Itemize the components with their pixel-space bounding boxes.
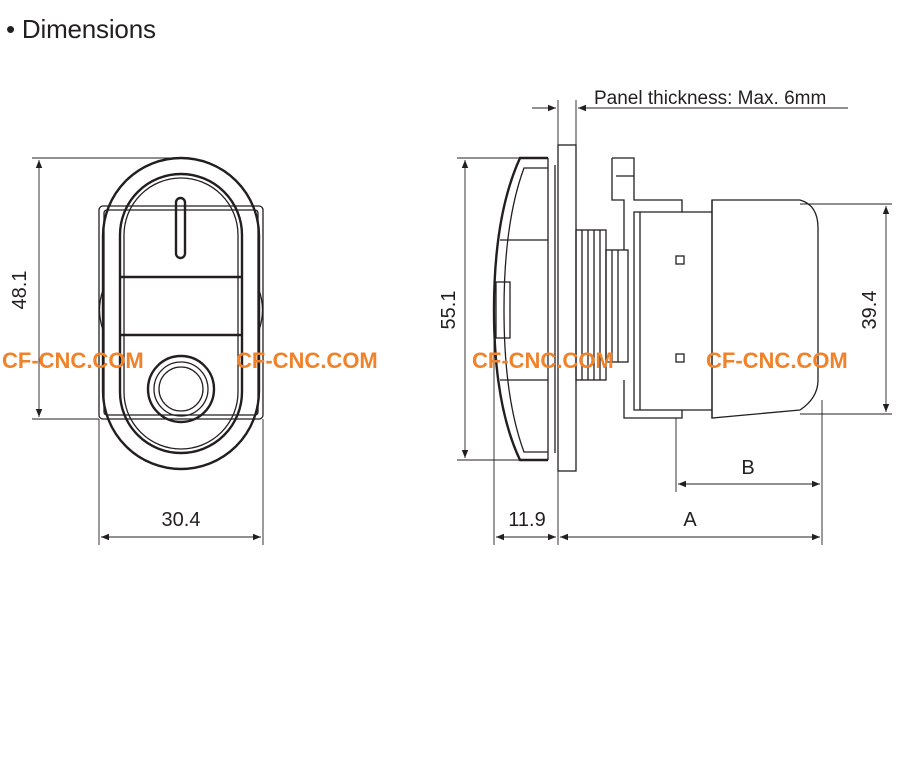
dimension-a-label: A <box>683 509 697 531</box>
watermark-2: CF-CNC.COM <box>236 348 378 373</box>
side-view: Panel thickness: Max. 6mm 55.1 39.4 11.9… <box>438 88 892 545</box>
watermark-3: CF-CNC.COM <box>472 348 614 373</box>
watermark-1: CF-CNC.COM <box>2 348 144 373</box>
dimension-b-label: B <box>741 457 754 479</box>
front-height-label: 48.1 <box>9 271 31 310</box>
panel-thickness-note: Panel thickness: Max. 6mm <box>594 88 826 109</box>
block-height-label: 39.4 <box>859 291 881 330</box>
front-view: 48.1 30.4 <box>9 156 264 545</box>
front-width-label: 30.4 <box>162 509 201 531</box>
section-heading: • Dimensions <box>6 14 156 44</box>
watermark-4: CF-CNC.COM <box>706 348 848 373</box>
side-height-label: 55.1 <box>438 291 460 330</box>
front-depth-label: 11.9 <box>508 509 545 531</box>
watermarks: CF-CNC.COM CF-CNC.COM CF-CNC.COM CF-CNC.… <box>2 348 848 373</box>
